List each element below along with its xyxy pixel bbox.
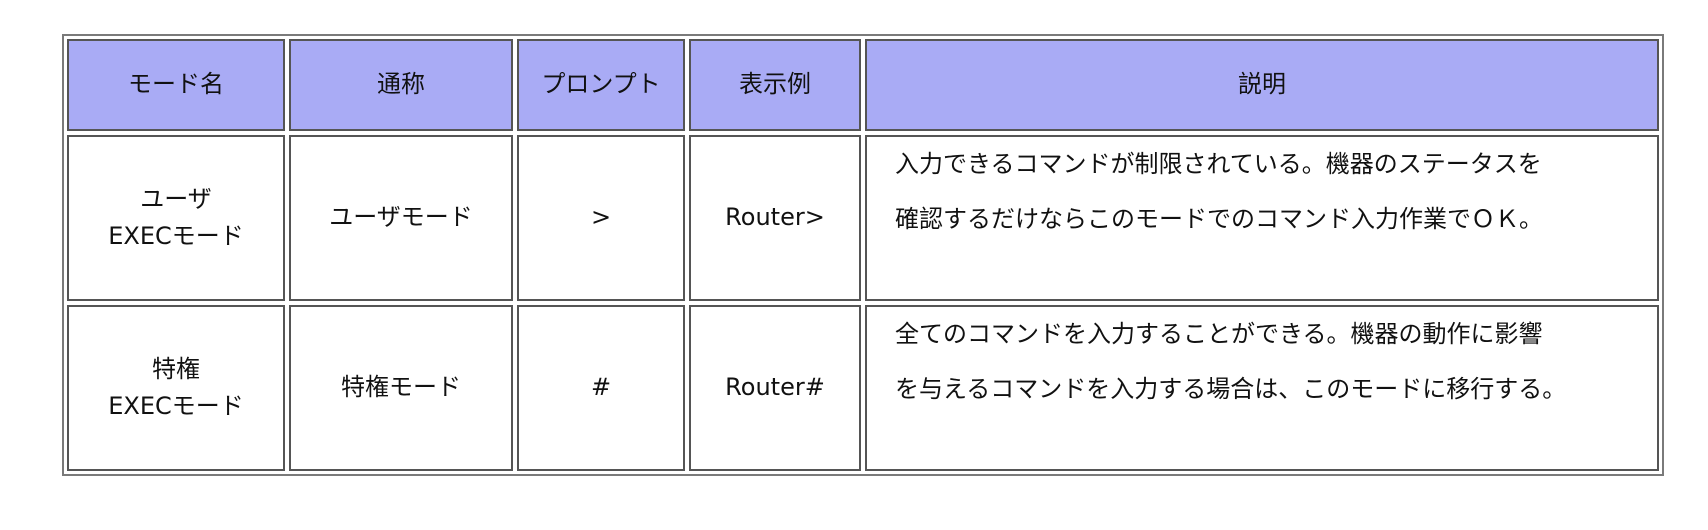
- row-1-nickname-text: ユーザモード: [329, 203, 473, 232]
- row-1-prompt: >: [517, 135, 685, 301]
- table-grid: モード名 通称 プロンプト 表示例 説明 ユーザ EXECモード ユーザモード …: [67, 39, 1659, 471]
- row-2-prompt-text: #: [590, 373, 612, 402]
- row-2-nickname: 特権モード: [289, 305, 513, 471]
- row-1-mode-name-line-2: EXECモード: [108, 222, 244, 250]
- row-1-description-line-2: 確認するだけならこのモードでのコマンド入力作業でＯＫ。: [895, 205, 1543, 234]
- header-nickname-label: 通称: [377, 70, 425, 99]
- command-mode-table: モード名 通称 プロンプト 表示例 説明 ユーザ EXECモード ユーザモード …: [62, 34, 1664, 476]
- row-1-example-text: Router>: [725, 203, 825, 232]
- row-1-nickname: ユーザモード: [289, 135, 513, 301]
- row-1-mode-name-line-1: ユーザ: [140, 184, 212, 213]
- row-2-description-line-1: 全てのコマンドを入力することができる。機器の動作に影響: [895, 320, 1543, 348]
- row-2-nickname-text: 特権モード: [341, 373, 461, 402]
- header-description-label: 説明: [1238, 70, 1286, 99]
- row-1-example: Router>: [689, 135, 861, 301]
- row-2-mode-name-line-2: EXECモード: [108, 392, 244, 420]
- header-mode-name-label: モード名: [128, 70, 224, 99]
- row-2-prompt: #: [517, 305, 685, 471]
- row-2-description: 全てのコマンドを入力することができる。機器の動作に影響 を与えるコマンドを入力す…: [865, 305, 1659, 471]
- header-mode-name: モード名: [67, 39, 285, 131]
- row-1-mode-name: ユーザ EXECモード: [67, 135, 285, 301]
- header-example-label: 表示例: [739, 70, 811, 99]
- header-prompt-label: プロンプト: [541, 70, 661, 99]
- header-description: 説明: [865, 39, 1659, 131]
- row-2-example: Router#: [689, 305, 861, 471]
- row-2-description-line-2: を与えるコマンドを入力する場合は、このモードに移行する。: [895, 375, 1567, 404]
- row-2-example-text: Router#: [725, 373, 825, 402]
- row-1-description: 入力できるコマンドが制限されている。機器のステータスを 確認するだけならこのモー…: [865, 135, 1659, 301]
- row-1-description-line-1: 入力できるコマンドが制限されている。機器のステータスを: [895, 150, 1542, 178]
- header-example: 表示例: [689, 39, 861, 131]
- row-2-mode-name-line-1: 特権: [152, 354, 200, 383]
- header-prompt: プロンプト: [517, 39, 685, 131]
- row-2-mode-name: 特権 EXECモード: [67, 305, 285, 471]
- header-nickname: 通称: [289, 39, 513, 131]
- row-1-prompt-text: >: [590, 203, 612, 232]
